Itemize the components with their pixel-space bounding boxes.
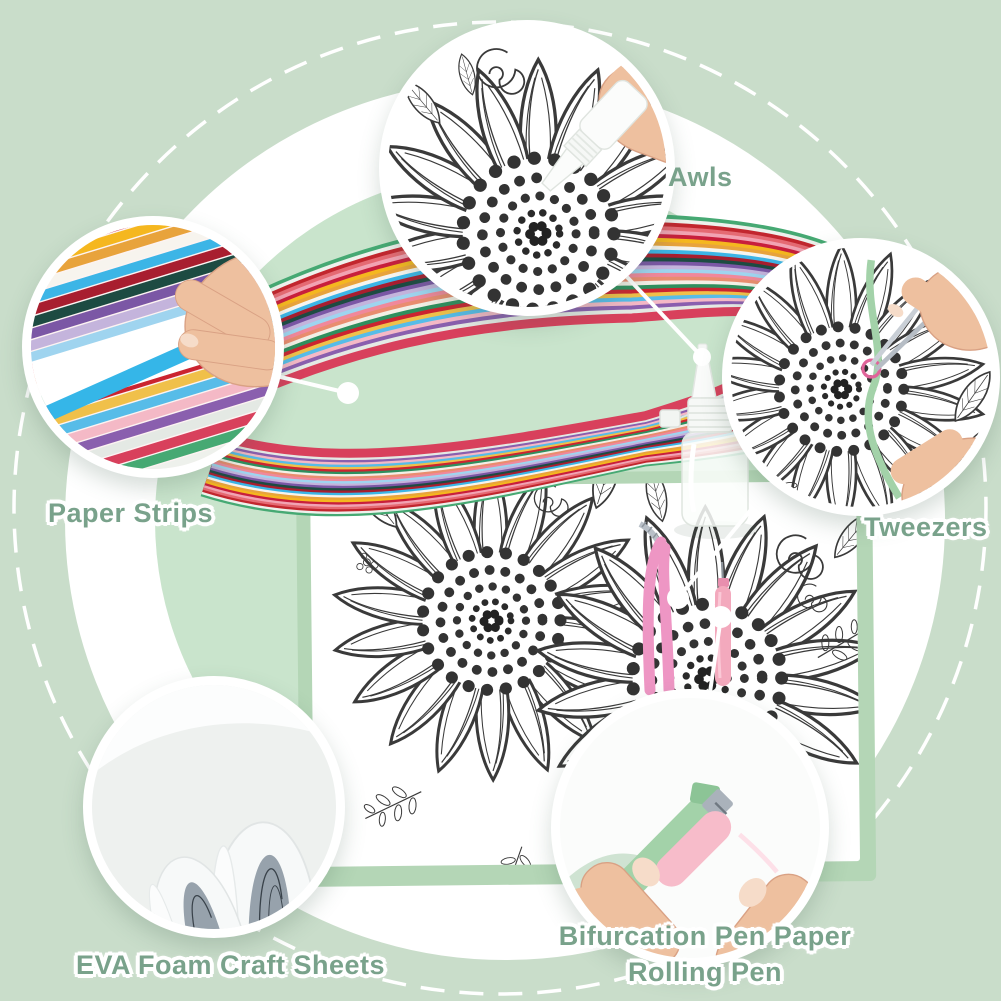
callout-circle-bifurcation-pen <box>551 689 829 967</box>
callout-circle-paper-strips <box>22 216 284 478</box>
callout-dot-tweezers <box>667 587 689 609</box>
callout-line-bifurcation <box>707 616 723 700</box>
label-awls: Awls <box>668 162 733 192</box>
callout-line-awls <box>625 275 704 359</box>
callout-dot-bifurcation <box>710 606 732 628</box>
callout-line-tweezers <box>676 475 780 600</box>
hand-pulling-strip <box>174 248 275 388</box>
label-bifurcation-line1: Bifurcation Pen Paper <box>558 921 852 951</box>
label-tweezers: Tweezers <box>864 512 988 542</box>
glue-bottle-tip <box>541 79 648 192</box>
label-paper-strips: Paper Strips <box>48 498 214 528</box>
green-paper-strip <box>864 259 903 500</box>
label-bifurcation-line2: Rolling Pen <box>628 957 782 987</box>
callout-line-paper-strips <box>271 373 349 395</box>
callout-dots <box>337 348 732 628</box>
bottle-side-cap <box>659 409 681 428</box>
label-eva-foam: EVA Foam Craft Sheets <box>76 950 386 980</box>
bottle-body <box>681 431 749 527</box>
tweezers-tool <box>638 521 675 696</box>
pink-rolling-pen <box>655 789 779 887</box>
callout-circle-eva-foam <box>83 676 345 938</box>
callout-circle-awls <box>379 20 675 316</box>
dashed-ring-circle <box>12 20 988 996</box>
foam-sheet-top <box>92 685 336 775</box>
callout-circle-tweezers <box>722 238 1000 516</box>
callout-dot-paper-strips <box>337 382 359 404</box>
label-bifurcation-pen: Bifurcation Pen Paper Rolling Pen <box>535 918 875 990</box>
callout-lines <box>271 275 780 700</box>
callout-dot-awls <box>693 348 711 366</box>
